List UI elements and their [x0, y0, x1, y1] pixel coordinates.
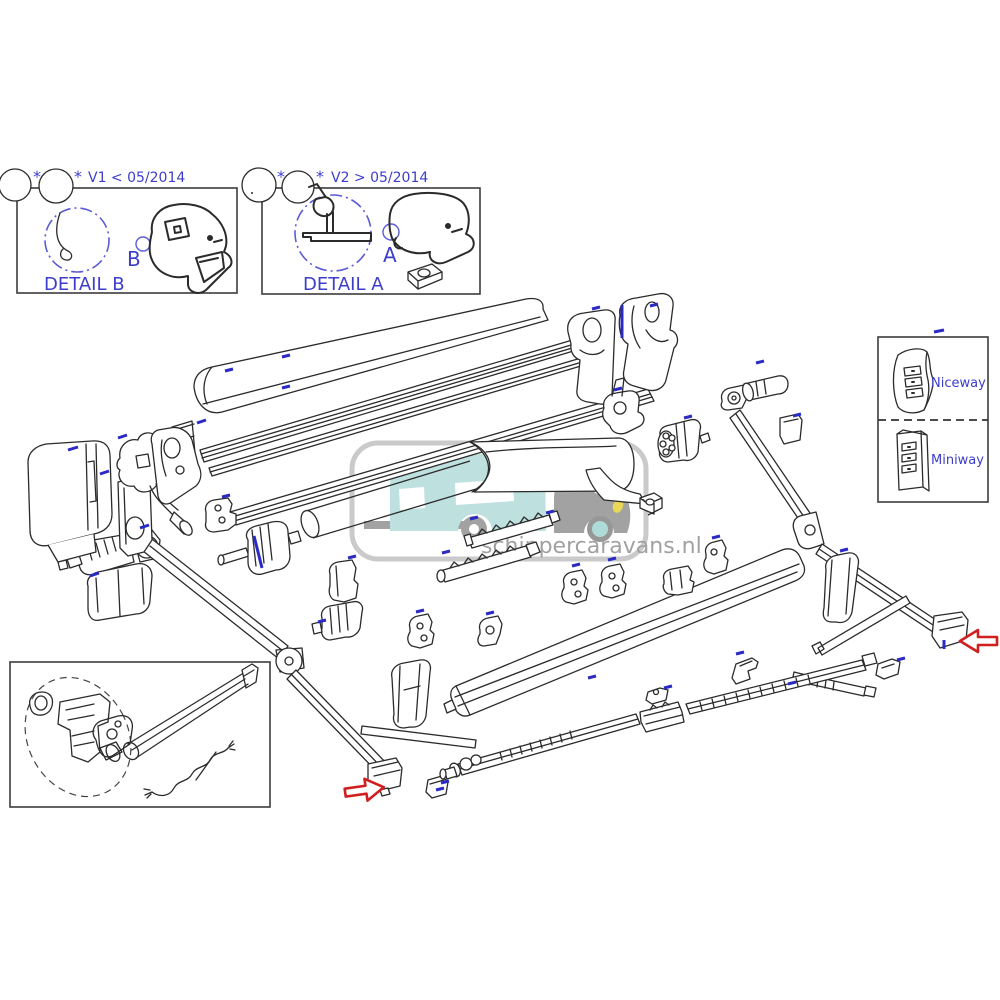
endcap-part-a [388, 191, 475, 265]
detail-a-version: V2 > 05/2014 [331, 170, 428, 186]
fabric-roll [469, 437, 647, 505]
detail-a-star-2: * [316, 167, 324, 186]
detail-b-title: DETAIL B [44, 274, 125, 295]
car-wheel-hub [592, 521, 608, 537]
annotation-arrows [343, 628, 999, 802]
detail-a-title: DETAIL A [303, 274, 384, 295]
right-arm [720, 375, 969, 698]
callout-balloon [38, 168, 74, 204]
left-side-plate [150, 426, 202, 505]
hook-rail-profile-a [302, 183, 372, 242]
small-box-part-a [407, 263, 443, 290]
detail-b-frame [16, 187, 238, 294]
red-arrow-right-foot [958, 628, 999, 654]
detail-b-star-2: * [74, 167, 82, 186]
motor-box-frame [9, 661, 271, 808]
detail-b-ref: B [127, 247, 141, 271]
awning-case-lid [193, 297, 549, 414]
miniway-remote [896, 429, 930, 492]
ref-circle-a [382, 223, 400, 241]
callout-ticks [67, 302, 946, 792]
detail-b-zoom-circle [44, 207, 110, 273]
roller-tube [300, 460, 477, 539]
detail-b-star-1: * [33, 167, 41, 186]
motor-zoom-ellipse [24, 676, 132, 798]
detail-a-frame [261, 187, 481, 295]
motor-detail-box [9, 661, 271, 808]
dot [251, 192, 253, 194]
remote-legend: Niceway Miniway [877, 336, 989, 503]
tube-motor [92, 663, 259, 761]
detail-box-b: * * V1 < 05/2014 DETAIL B B [0, 167, 238, 295]
hook-part-b [56, 212, 73, 261]
lead-rail [443, 548, 806, 717]
detail-a-ref: A [383, 243, 397, 267]
callout-balloon [0, 168, 32, 202]
tension-rafters [360, 652, 878, 780]
endcap-part-b [148, 203, 233, 294]
red-arrow-left-foot [343, 777, 386, 802]
left-arm [142, 538, 403, 797]
detail-box-a: * * V2 > 05/2014 A DETAIL A [241, 167, 481, 295]
niceway-remote [892, 348, 934, 414]
left-end-cap-housing [27, 440, 113, 563]
miniway-label: Miniway [931, 453, 984, 468]
niceway-label: Niceway [931, 376, 986, 391]
detail-b-version: V1 < 05/2014 [88, 170, 185, 186]
motor-bracket [28, 691, 123, 763]
right-side-plates [567, 292, 711, 463]
callout-balloon [241, 167, 277, 203]
hook-bar-lower [436, 541, 541, 583]
caravan-window-front [399, 487, 425, 510]
motor-cable [143, 740, 236, 799]
hook-bar-upper [463, 510, 561, 549]
detail-a-star-1: * [277, 167, 285, 186]
car-headlight [612, 499, 624, 513]
left-bracket [117, 475, 153, 557]
caravan-wheel-hub [469, 524, 479, 534]
callout-balloon [281, 170, 315, 204]
